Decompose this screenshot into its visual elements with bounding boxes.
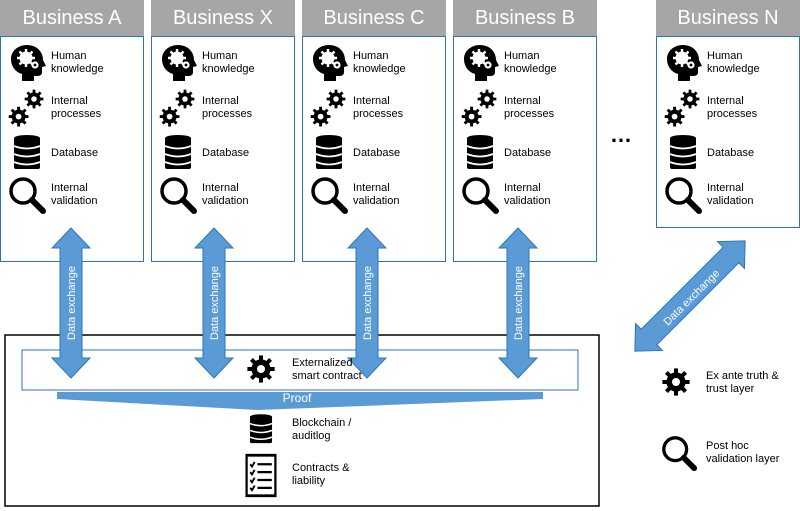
internal-processes-label: Internal processes (202, 95, 253, 120)
row-internal-validation: Internal validation (663, 175, 799, 215)
row-database: Database (7, 133, 143, 173)
business-body: Human knowledge Internal processes Datab… (656, 36, 800, 228)
database-label: Database (353, 146, 401, 159)
data-exchange-arrow-b (497, 227, 539, 379)
smart-contract-gear-icon (245, 353, 277, 385)
business-column-b: Business B Human knowledge Internal proc… (453, 0, 597, 262)
business-body: Human knowledge Internal processes Datab… (0, 36, 144, 262)
legend-magnifier-icon (660, 434, 698, 472)
internal-validation-label: Internal validation (707, 182, 754, 207)
business-body: Human knowledge Internal processes Datab… (453, 36, 597, 262)
business-header: Business X (151, 0, 295, 36)
business-column-x: Business X Human knowledge Internal proc… (151, 0, 295, 262)
data-exchange-label: Data exchange (513, 266, 525, 340)
database-label: Database (51, 146, 99, 159)
business-header: Business N (656, 0, 800, 36)
row-human-knowledge: Human knowledge (460, 43, 596, 83)
business-body: Human knowledge Internal processes Datab… (151, 36, 295, 262)
internal-validation-label: Internal validation (504, 182, 551, 207)
data-exchange-arrow-c (346, 227, 388, 379)
database-label: Database (504, 146, 552, 159)
internal-processes-label: Internal processes (504, 95, 555, 120)
internal-validation-label: Internal validation (51, 182, 98, 207)
business-column-c: Business C Human knowledge Internal proc… (302, 0, 446, 262)
business-header: Business A (0, 0, 144, 36)
internal-processes-label: Internal processes (707, 95, 758, 120)
row-internal-validation: Internal validation (309, 175, 445, 215)
blockchain-label: Blockchain / auditlog (292, 417, 352, 442)
row-internal-processes: Internal processes (7, 88, 143, 128)
row-internal-processes: Internal processes (460, 88, 596, 128)
human-knowledge-label: Human knowledge (202, 50, 255, 75)
blockchain-database-icon (244, 411, 278, 448)
business-header: Business C (302, 0, 446, 36)
business-column-a: Business A Human knowledge Internal proc… (0, 0, 144, 262)
row-human-knowledge: Human knowledge (309, 43, 445, 83)
data-exchange-label: Data exchange (661, 267, 722, 328)
data-exchange-arrow-a (50, 227, 92, 379)
row-database: Database (663, 133, 799, 173)
proof-label: Proof (283, 391, 312, 405)
human-knowledge-label: Human knowledge (51, 50, 104, 75)
legend-ex-ante-label: Ex ante truth & trust layer (706, 370, 779, 395)
row-internal-validation: Internal validation (460, 175, 596, 215)
checklist-icon (243, 453, 279, 498)
business-column-n: Business N Human knowledge Internal proc… (656, 0, 800, 228)
smart-contract-band (21, 349, 579, 391)
data-exchange-arrow-x (193, 227, 235, 379)
row-human-knowledge: Human knowledge (158, 43, 294, 83)
business-header: Business B (453, 0, 597, 36)
human-knowledge-label: Human knowledge (353, 50, 406, 75)
row-database: Database (158, 133, 294, 173)
platform-box (4, 334, 600, 507)
row-internal-processes: Internal processes (663, 88, 799, 128)
data-exchange-label: Data exchange (66, 266, 78, 340)
row-internal-processes: Internal processes (309, 88, 445, 128)
row-internal-validation: Internal validation (158, 175, 294, 215)
smart-contract-label: Externalized smart contract (292, 357, 362, 382)
internal-processes-label: Internal processes (353, 95, 404, 120)
human-knowledge-label: Human knowledge (707, 50, 760, 75)
row-database: Database (460, 133, 596, 173)
proof-band (57, 392, 543, 410)
row-internal-validation: Internal validation (7, 175, 143, 215)
data-exchange-label: Data exchange (209, 266, 221, 340)
legend-gear-icon (660, 366, 692, 398)
contracts-label: Contracts & liability (292, 462, 350, 487)
row-internal-processes: Internal processes (158, 88, 294, 128)
database-label: Database (707, 146, 755, 159)
business-body: Human knowledge Internal processes Datab… (302, 36, 446, 262)
row-human-knowledge: Human knowledge (7, 43, 143, 83)
internal-processes-label: Internal processes (51, 95, 102, 120)
legend-post-hoc-label: Post hoc validation layer (706, 440, 780, 465)
internal-validation-label: Internal validation (202, 182, 249, 207)
internal-validation-label: Internal validation (353, 182, 400, 207)
human-knowledge-label: Human knowledge (504, 50, 557, 75)
row-database: Database (309, 133, 445, 173)
database-label: Database (202, 146, 250, 159)
data-exchange-arrow-n (634, 240, 746, 352)
row-human-knowledge: Human knowledge (663, 43, 799, 83)
data-exchange-label: Data exchange (362, 266, 374, 340)
more-businesses-ellipsis: … (610, 122, 634, 147)
